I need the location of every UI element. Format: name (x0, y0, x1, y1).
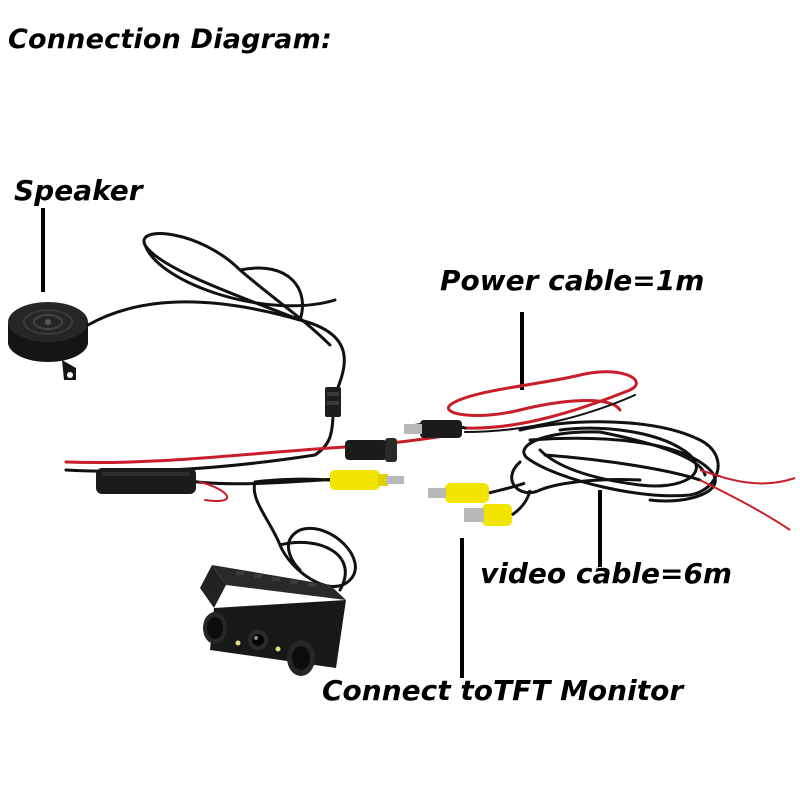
dc-power-plug-icon (345, 438, 397, 462)
speaker-cable (88, 234, 344, 395)
speaker-buzzer-icon (8, 302, 88, 380)
power-cable-label: Power cable=1m (440, 264, 704, 297)
dc-male-plug (404, 420, 462, 438)
rca-connector-icon (428, 483, 525, 503)
video-cable-label: video cable=6m (480, 557, 732, 590)
speaker-label: Speaker (14, 174, 143, 207)
video-cable (512, 422, 718, 501)
inline-module (96, 468, 196, 494)
rca-connector-icon (255, 470, 404, 490)
inline-connector (315, 387, 341, 455)
connect-monitor-label: Connect toTFT Monitor (322, 674, 683, 707)
camera-sensor-icon (200, 565, 346, 676)
camera-cable (254, 482, 355, 590)
